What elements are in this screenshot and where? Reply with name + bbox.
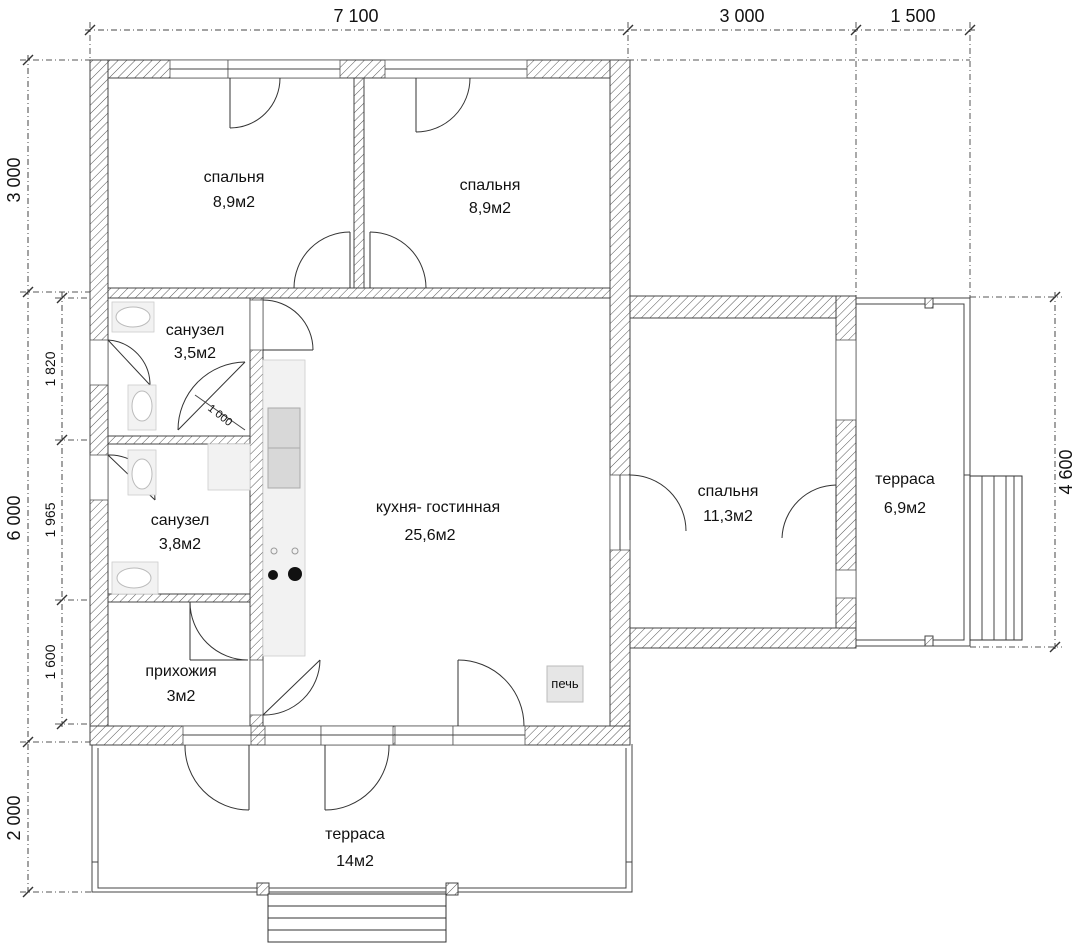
dim-left-6000: 6 000 [4, 495, 24, 540]
door-swing-dimension: 1 000 [205, 402, 234, 428]
dim-left-2000: 2 000 [4, 795, 24, 840]
dim-inner-1965: 1 965 [42, 502, 58, 537]
room-name-bathroom-1: санузел [166, 322, 225, 339]
dim-right-4600: 4 600 [1056, 449, 1076, 494]
stove [546, 665, 584, 703]
bottom-terrace-outline [91, 744, 633, 896]
room-name-bedroom-1: спальня [204, 169, 265, 186]
room-area-terrace-right: 6,9м2 [884, 500, 926, 517]
room-name-bedroom-3: спальня [698, 483, 759, 500]
room-name-terrace-right: терраса [875, 471, 935, 488]
room-area-bedroom-1: 8,9м2 [213, 194, 255, 211]
dim-inner-1600: 1 600 [42, 644, 58, 679]
dim-inner-1820: 1 820 [42, 351, 58, 386]
room-name-terrace-bottom: терраса [325, 826, 385, 843]
windows [89, 59, 857, 746]
room-area-bedroom-2: 8,9м2 [469, 200, 511, 217]
stove-label: печь [551, 676, 579, 691]
room-area-bathroom-1: 3,5м2 [174, 345, 216, 362]
doors [107, 77, 837, 811]
dim-top-1500: 1 500 [890, 6, 935, 26]
room-name-hallway: прихожия [145, 663, 216, 680]
fixtures [111, 301, 584, 703]
dim-top-7100: 7 100 [333, 6, 378, 26]
right-terrace-steps [969, 475, 1023, 641]
room-name-bedroom-2: спальня [460, 177, 521, 194]
right-terrace-outline [856, 297, 971, 647]
room-area-bedroom-3: 11,3м2 [703, 508, 753, 525]
dim-left-3000: 3 000 [4, 157, 24, 202]
room-area-kitchen-living: 25,6м2 [404, 527, 455, 544]
room-area-terrace-bottom: 14м2 [336, 853, 374, 870]
room-name-bathroom-2: санузел [151, 512, 210, 529]
dimension-lines [20, 22, 1062, 898]
room-name-kitchen-living: кухня- гостинная [376, 499, 500, 516]
room-area-hallway: 3м2 [167, 688, 196, 705]
dim-top-3000: 3 000 [719, 6, 764, 26]
bottom-terrace-steps [267, 893, 447, 943]
room-area-bathroom-2: 3,8м2 [159, 536, 201, 553]
